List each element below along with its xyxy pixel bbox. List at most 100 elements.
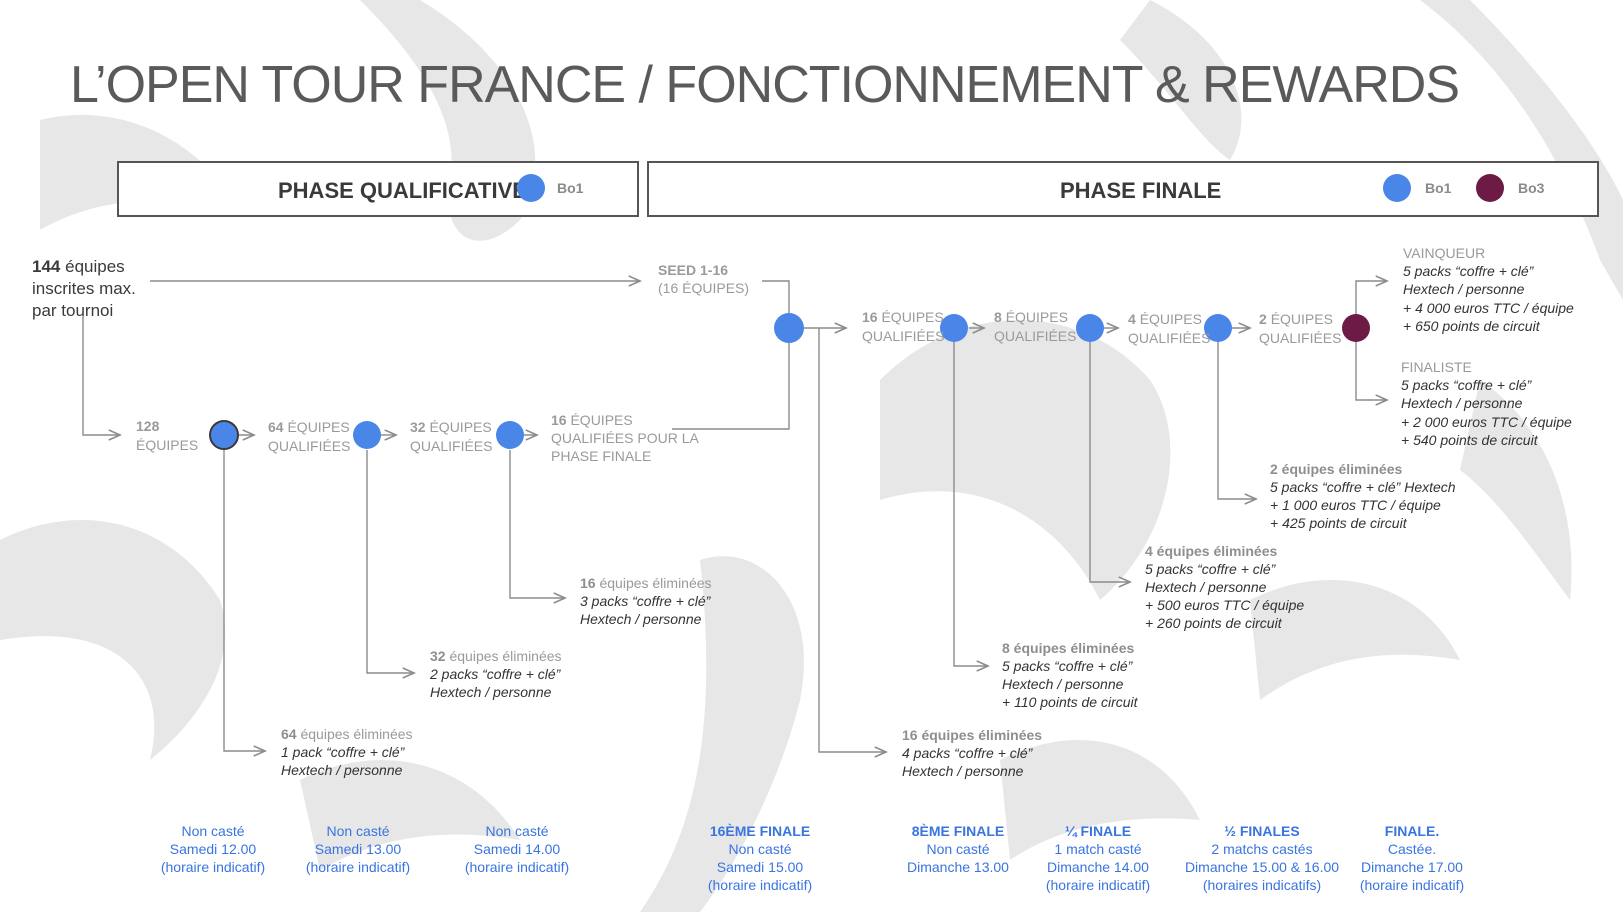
svg-text:16 équipes éliminées: 16 équipes éliminées [580,575,712,591]
stage-128: 128 ÉQUIPES [136,418,198,453]
sched-c3-l2: Samedi 14.00 [474,841,561,857]
elim-32-head: équipes éliminées [449,648,561,664]
winner-l3: + 4 000 euros TTC / équipe [1403,300,1574,316]
final-phase-label: PHASE FINALE [1060,178,1221,203]
sched-c1-l3: (horaire indicatif) [161,859,265,875]
winner-head: VAINQUEUR [1403,245,1485,261]
start-line3: par tournoi [32,301,113,320]
elim-16-num: 16 [580,575,596,591]
stage-64-num: 64 [268,419,284,435]
bo3-legend-label: Bo3 [1518,180,1545,196]
stage-32-line2: QUALIFIÉES [410,438,492,454]
winner-l1: 5 packs “coffre + clé” [1403,263,1535,279]
stage-f2-line1: ÉQUIPES [1271,311,1333,327]
stage-16-line1: ÉQUIPES [570,412,632,428]
sched-c6-head: ¼ FINALE [1065,823,1131,839]
svg-text:2 ÉQUIPES: 2 ÉQUIPES [1259,311,1333,327]
elim-64-head: équipes éliminées [300,726,412,742]
elim-f2-l2: + 1 000 euros TTC / équipe [1270,497,1441,513]
start-line2: inscrites max. [32,279,136,298]
node-semi [1204,314,1232,342]
finalist-l3: + 2 000 euros TTC / équipe [1401,414,1572,430]
stage-f16-line2: QUALIFIÉES [862,328,944,344]
sched-c3-l3: (horaire indicatif) [465,859,569,875]
sched-c6-l1: 1 match casté [1054,841,1141,857]
elim-64: 64 équipes éliminées 1 pack “coffre + cl… [281,726,413,778]
elim-f8-l1: 5 packs “coffre + clé” [1002,658,1134,674]
winner-block: VAINQUEUR 5 packs “coffre + clé” Hextech… [1403,245,1574,334]
elim-final-2: 2 équipes éliminées 5 packs “coffre + cl… [1270,461,1456,531]
sched-c4-l3: (horaire indicatif) [708,877,812,893]
elim-32-l1: 2 packs “coffre + clé” [429,666,562,682]
svg-text:16 ÉQUIPES: 16 ÉQUIPES [862,309,944,325]
stage-f4-line1: ÉQUIPES [1140,311,1202,327]
svg-text:4 ÉQUIPES: 4 ÉQUIPES [1128,311,1202,327]
node-quarter [1076,314,1104,342]
schedule-col-2: Non casté Samedi 13.00 (horaire indicati… [306,823,410,875]
svg-text:144 équipes: 144 équipes [32,257,125,276]
stage-64-line2: QUALIFIÉES [268,438,350,454]
stage-f4-num: 4 [1128,311,1136,327]
elim-final-8: 8 équipes éliminées 5 packs “coffre + cl… [1002,640,1139,710]
node-round-16th [774,313,804,343]
svg-text:8 ÉQUIPES: 8 ÉQUIPES [994,309,1068,325]
elim-16-head: équipes éliminées [599,575,711,591]
elim-64-num: 64 [281,726,297,742]
elim-64-l1: 1 pack “coffre + clé” [281,744,406,760]
stage-64-line1: ÉQUIPES [287,419,349,435]
elim-f4-l1: 5 packs “coffre + clé” [1145,561,1277,577]
bo1-legend-dot [517,174,545,202]
finalist-head: FINALISTE [1401,359,1472,375]
bo1-legend-label: Bo1 [557,180,584,196]
elim-f4-l4: + 260 points de circuit [1145,615,1283,631]
sched-c6-l2: Dimanche 14.00 [1047,859,1149,875]
svg-text:16 ÉQUIPES: 16 ÉQUIPES [551,412,633,428]
sched-c5-head: 8ÈME FINALE [912,823,1005,839]
svg-text:64 ÉQUIPES: 64 ÉQUIPES [268,419,350,435]
stage-16-line2: QUALIFIÉES POUR LA [551,430,699,446]
schedule-col-6: ¼ FINALE 1 match casté Dimanche 14.00 (h… [1046,823,1150,893]
bo1-legend-label-final: Bo1 [1425,180,1452,196]
sched-c2-l2: Samedi 13.00 [315,841,402,857]
stage-f2-line2: QUALIFIÉES [1259,330,1341,346]
sched-c4-head: 16ÈME FINALE [710,823,810,839]
stage-32-num: 32 [410,419,426,435]
seed-label: SEED 1-16 (16 ÉQUIPES) [658,262,749,296]
elim-f2-l1: 5 packs “coffre + clé” Hextech [1270,479,1456,495]
elim-f16-l2: Hextech / personne [902,763,1024,779]
stage-16-num: 16 [551,412,567,428]
sched-c6-l3: (horaire indicatif) [1046,877,1150,893]
elim-f16-head: 16 équipes éliminées [902,727,1042,743]
elim-f8-head: 8 équipes éliminées [1002,640,1134,656]
sched-c7-l3: (horaires indicatifs) [1203,877,1321,893]
sched-c5-l1: Non casté [926,841,989,857]
sched-c1-l2: Samedi 12.00 [170,841,257,857]
svg-text:FINALE.: FINALE. [1385,823,1439,839]
stage-f8-line1: ÉQUIPES [1006,309,1068,325]
schedule-col-8: FINALE. Castée. Dimanche 17.00 (horaire … [1360,823,1464,893]
stage-16-qualified: 16 ÉQUIPES QUALIFIÉES POUR LA PHASE FINA… [551,412,699,464]
sched-c8-l3: (horaire indicatif) [1360,877,1464,893]
elim-f4-head: 4 équipes éliminées [1145,543,1277,559]
node-round-128 [209,420,239,450]
svg-text:32 ÉQUIPES: 32 ÉQUIPES [410,419,492,435]
stage-f8-line2: QUALIFIÉES [994,328,1076,344]
sched-c2-l1: Non casté [326,823,389,839]
sched-c8-l2: Dimanche 17.00 [1361,859,1463,875]
node-round-32 [496,421,524,449]
schedule-col-4: 16ÈME FINALE Non casté Samedi 15.00 (hor… [708,823,812,893]
stage-16-line3: PHASE FINALE [551,448,651,464]
sched-c7-l2: Dimanche 15.00 & 16.00 [1185,859,1339,875]
schedule-col-7: ½ FINALES 2 matchs castés Dimanche 15.00… [1185,823,1339,893]
elim-32-l2: Hextech / personne [430,684,552,700]
finalist-l2: Hextech / personne [1401,395,1523,411]
stage-final-16: 16 ÉQUIPES QUALIFIÉES [862,309,944,344]
node-final [1342,314,1370,342]
elim-final-4: 4 équipes éliminées 5 packs “coffre + cl… [1145,543,1304,631]
svg-text:64 équipes éliminées: 64 équipes éliminées [281,726,413,742]
node-round-8th [940,314,968,342]
stage-32-line1: ÉQUIPES [429,419,491,435]
sched-c7-l1: 2 matchs castés [1211,841,1312,857]
schedule-col-3: Non casté Samedi 14.00 (horaire indicati… [465,823,569,875]
